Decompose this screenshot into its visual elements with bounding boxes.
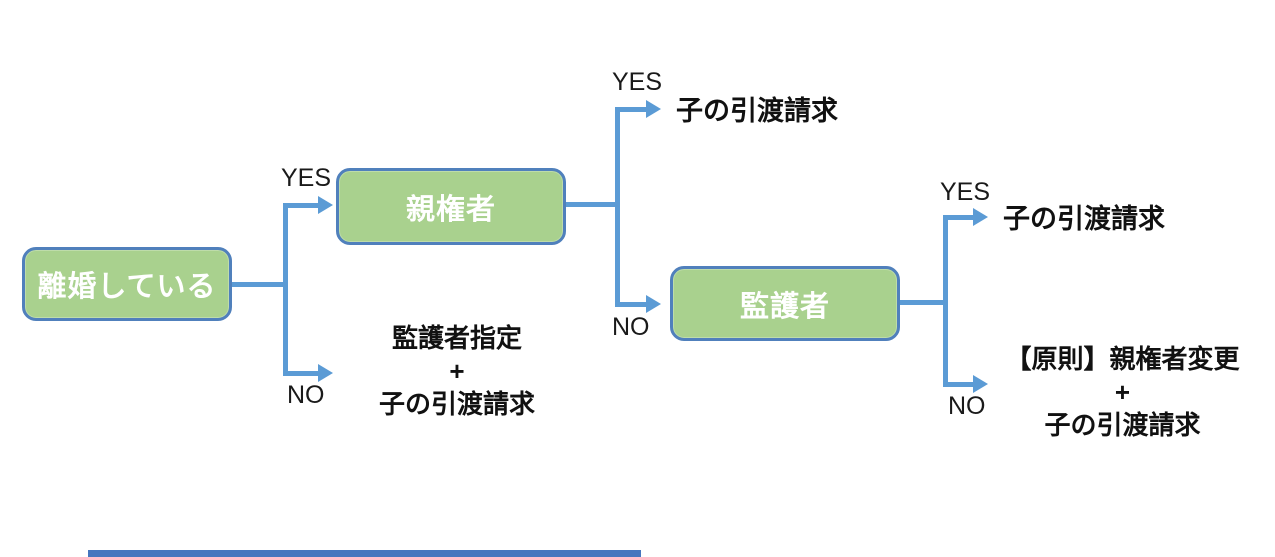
connector-divorced-stem [232, 282, 286, 287]
result-not-divorced-line3: 子の引渡請求 [378, 389, 535, 419]
connector-guardian-no-arm [943, 382, 975, 387]
node-divorced-label: 離婚している [37, 271, 217, 303]
node-divorced: 離婚している [22, 247, 232, 321]
result-not-guardian-line2: + [1114, 377, 1131, 407]
node-parental-authority-holder-label: 親権者 [405, 193, 496, 226]
connector-guardian-branch [943, 215, 948, 387]
label-parental-no: NO [612, 313, 650, 341]
connector-parental-stem [566, 202, 620, 207]
connector-parental-branch [615, 107, 620, 307]
arrowhead-guardian-yes-icon [973, 208, 988, 226]
node-guardian-label: 監護者 [739, 290, 830, 323]
label-guardian-yes: YES [940, 178, 991, 206]
connector-divorced-yes-arm [283, 203, 320, 208]
connector-guardian-yes-arm [943, 215, 975, 220]
connector-guardian-stem [900, 300, 948, 305]
result-not-divorced-line1: 監護者指定 [391, 323, 522, 353]
result-not-guardian-line3: 子の引渡請求 [1044, 410, 1201, 440]
result-not-divorced-line2: + [449, 356, 465, 386]
result-not-guardian: 【原則】親権者変更 + 子の引渡請求 [995, 343, 1250, 442]
label-parental-yes: YES [612, 68, 663, 96]
label-guardian-no: NO [948, 392, 986, 420]
arrowhead-divorced-yes-icon [318, 196, 333, 214]
connector-parental-no-arm [615, 302, 648, 307]
node-guardian: 監護者 [670, 266, 900, 341]
connector-divorced-no-arm [283, 371, 320, 376]
result-not-divorced: 監護者指定 + 子の引渡請求 [348, 322, 566, 421]
result-not-guardian-line1: 【原則】親権者変更 [1005, 344, 1240, 374]
arrowhead-parental-yes-icon [646, 100, 661, 118]
connector-parental-yes-arm [615, 107, 648, 112]
label-divorced-no: NO [287, 381, 325, 409]
result-parental-yes: 子の引渡請求 [676, 96, 838, 126]
arrowhead-divorced-no-icon [318, 364, 333, 382]
bottom-blue-bar [88, 550, 641, 557]
label-divorced-yes: YES [281, 164, 332, 192]
arrowhead-guardian-no-icon [973, 375, 988, 393]
result-guardian-yes: 子の引渡請求 [1003, 204, 1165, 234]
node-parental-authority-holder: 親権者 [336, 168, 566, 245]
connector-divorced-branch [283, 203, 288, 376]
arrowhead-parental-no-icon [646, 295, 661, 313]
